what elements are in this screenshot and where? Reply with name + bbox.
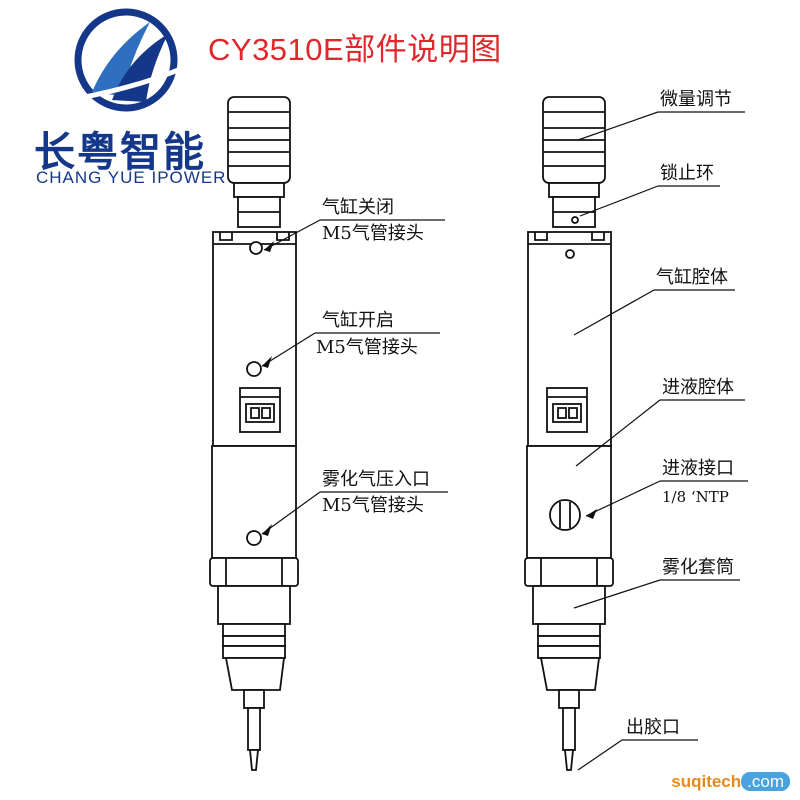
watermark: suqitech.com — [671, 772, 790, 792]
leader-arrowheads — [262, 241, 597, 536]
label-micro-adjust: 微量调节 — [660, 89, 732, 110]
label-cylinder-open-fitting: M5气管接头 — [316, 337, 418, 358]
label-lock-ring: 锁止环 — [660, 163, 714, 184]
page-title: CY3510E部件说明图 — [208, 32, 502, 67]
label-fluid-port: 进液接口 — [662, 458, 734, 479]
label-cylinder-close-fitting: M5气管接头 — [322, 223, 424, 244]
watermark-domain: suqitech — [671, 772, 742, 791]
label-fluid-port-thread: 1/8 ‘NTP — [662, 488, 729, 506]
label-cylinder-open: 气缸开启 — [322, 310, 394, 331]
label-atomization-sleeve: 雾化套筒 — [662, 557, 734, 578]
left-valve-drawing — [209, 96, 299, 771]
logo-chinese-name: 长粤智能 — [34, 128, 206, 176]
right-valve-drawing — [524, 96, 614, 771]
label-atomization-inlet: 雾化气压入口 — [322, 469, 430, 490]
label-atomization-inlet-fitting: M5气管接头 — [322, 495, 424, 516]
label-fluid-cavity: 进液腔体 — [662, 377, 734, 398]
label-glue-outlet: 出胶口 — [626, 717, 680, 738]
logo-mark-icon — [74, 8, 179, 112]
logo-english-name: CHANG YUE IPOWER — [36, 168, 227, 187]
watermark-tld: .com — [741, 772, 790, 791]
label-cylinder-close: 气缸关闭 — [322, 197, 394, 218]
label-cylinder-cavity: 气缸腔体 — [656, 267, 728, 288]
